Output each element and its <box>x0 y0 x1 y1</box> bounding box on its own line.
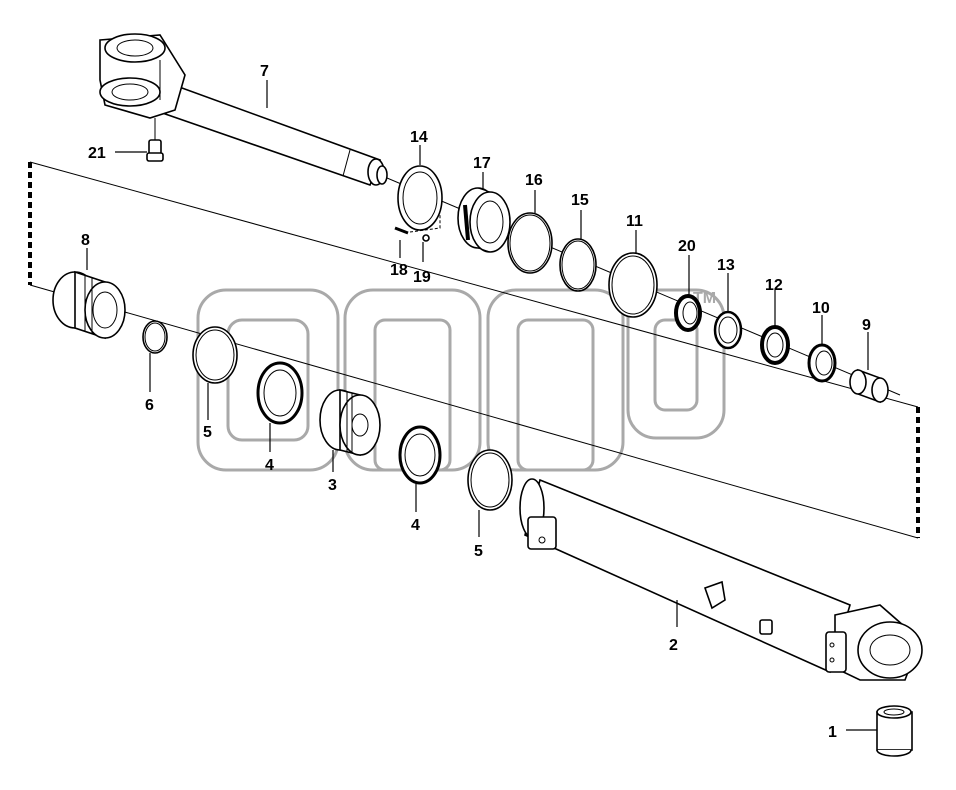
piston-3 <box>319 388 381 457</box>
label-part-14: 14 <box>410 129 428 146</box>
label-part-6: 6 <box>145 397 154 414</box>
label-part-4-lower: 4 <box>411 517 420 534</box>
label-part-11: 11 <box>626 213 643 230</box>
grease-nipple <box>146 118 164 162</box>
bushing-9 <box>849 368 889 404</box>
retaining-ring <box>397 165 443 231</box>
leader-lines <box>86 80 877 731</box>
seal-20 <box>674 294 702 332</box>
label-part-19: 19 <box>413 269 431 286</box>
seal-12 <box>760 325 790 365</box>
label-part-10: 10 <box>812 300 830 317</box>
cylinder-head <box>457 187 511 253</box>
wear-ring-5b <box>467 449 513 511</box>
label-part-5-upper: 5 <box>203 424 212 441</box>
o-ring-11 <box>608 252 658 318</box>
o-ring-6 <box>142 320 168 354</box>
piston-rod <box>99 33 388 187</box>
label-part-21: 21 <box>88 145 106 162</box>
label-part-13: 13 <box>717 257 735 274</box>
bushing-1 <box>876 705 913 757</box>
part-labels: 7 21 14 17 16 15 11 20 13 12 10 9 8 18 1… <box>81 63 871 741</box>
piston-seal-4b <box>398 425 442 485</box>
label-part-9: 9 <box>862 317 871 334</box>
label-part-1: 1 <box>828 724 837 741</box>
label-part-16: 16 <box>525 172 543 189</box>
seal-13 <box>713 310 743 350</box>
label-part-18: 18 <box>390 262 408 279</box>
wiper-seal-10 <box>807 343 837 383</box>
o-ring-16 <box>507 212 553 274</box>
label-part-2: 2 <box>669 637 678 654</box>
label-part-17: 17 <box>473 155 491 172</box>
label-part-8: 8 <box>81 232 90 249</box>
wear-ring-5a <box>192 326 238 384</box>
cylinder-tube <box>519 478 923 681</box>
label-part-7: 7 <box>260 63 269 80</box>
label-part-5-lower: 5 <box>474 543 483 560</box>
lock-pin <box>394 214 441 242</box>
piston-seal-4a <box>256 361 304 425</box>
backup-ring-15 <box>559 238 597 292</box>
label-part-20: 20 <box>678 238 696 255</box>
label-part-12: 12 <box>765 277 783 294</box>
label-part-3: 3 <box>328 477 337 494</box>
label-part-4-upper: 4 <box>265 457 274 474</box>
label-part-15: 15 <box>571 192 589 209</box>
piston-nut-8 <box>52 270 126 340</box>
